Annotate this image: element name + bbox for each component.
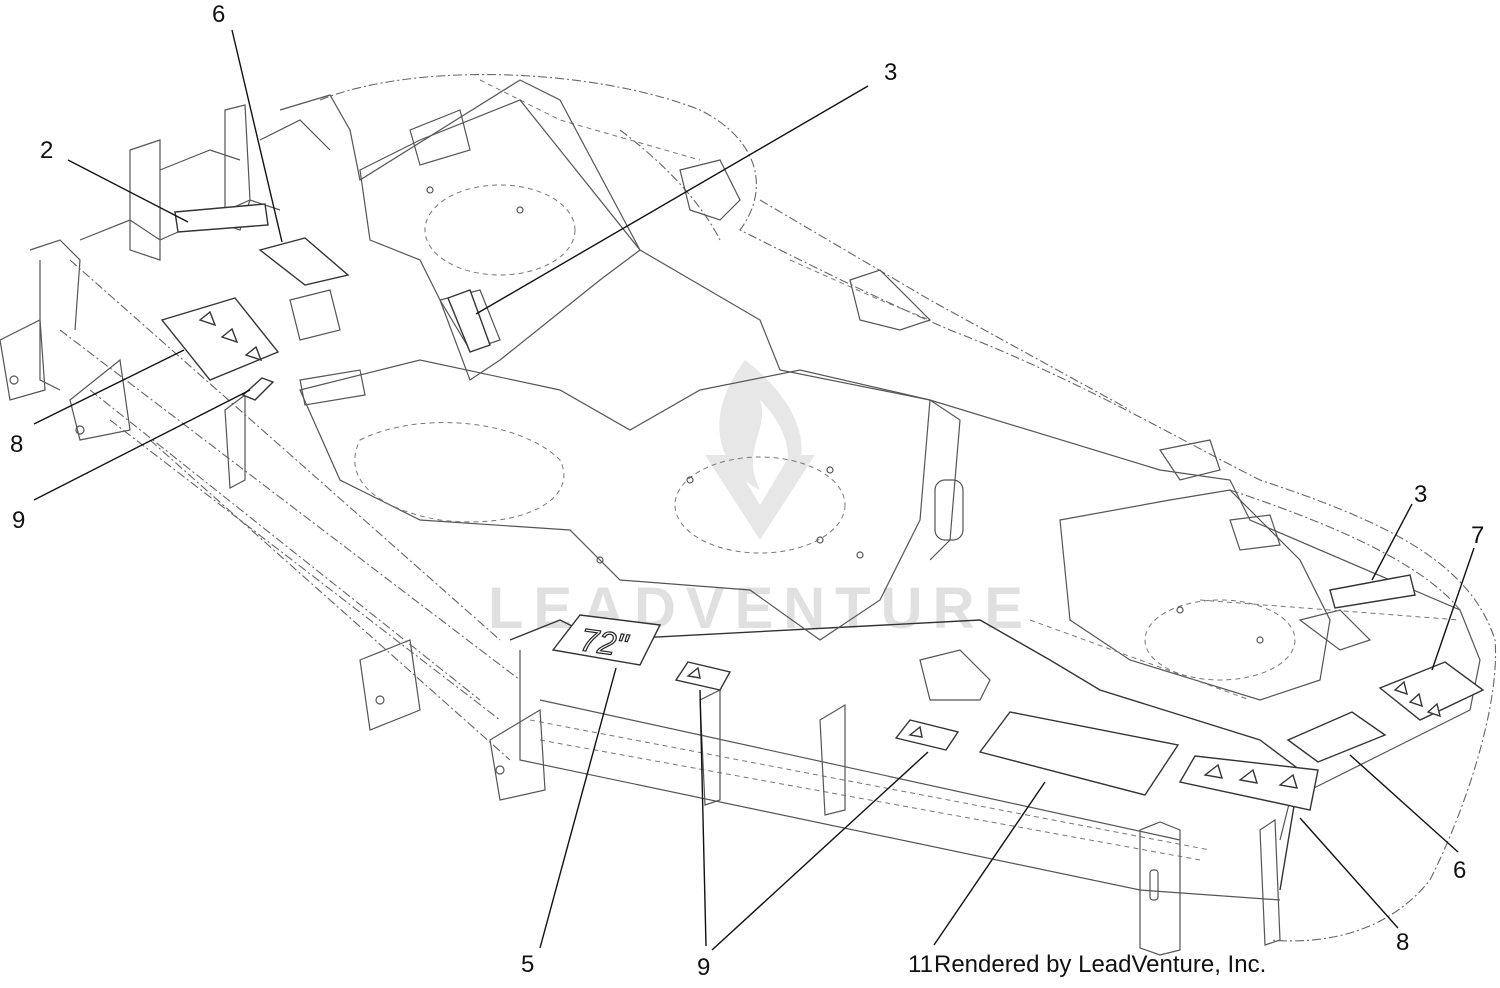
decal-11: [978, 711, 1180, 796]
callout-5: 5: [521, 951, 534, 978]
decal-9-front: [894, 719, 960, 751]
callout-3-right: 3: [1414, 481, 1427, 508]
render-credit: Rendered by LeadVenture, Inc.: [934, 951, 1266, 978]
callout-2: 2: [40, 137, 53, 164]
decal-9-left: [241, 377, 275, 401]
decal-7: [1378, 661, 1485, 721]
callout-9-front: 9: [697, 954, 710, 981]
callout-6-top: 6: [212, 1, 225, 28]
decal-6-right: [1286, 711, 1387, 763]
decal-2: [174, 203, 269, 233]
leader-lines: [33, 29, 1475, 951]
decal-3-left: [447, 289, 491, 353]
front-skirt: [509, 619, 1301, 956]
decals: 72": [160, 203, 1485, 811]
decal-8-front: [1178, 755, 1319, 811]
callout-11: 11: [908, 951, 933, 978]
watermark-v-icon: [705, 455, 815, 540]
decal-5: 72": [551, 614, 662, 666]
watermark-flame-icon: [719, 360, 802, 500]
watermark: LEADVENTURE: [488, 360, 1023, 641]
callout-8-front: 8: [1396, 929, 1409, 956]
deck-top-plate: [29, 79, 1481, 841]
deck-framework: [289, 99, 1461, 701]
callout-7: 7: [1471, 522, 1484, 549]
callout-6-right: 6: [1453, 857, 1466, 884]
deck-shroud: [319, 74, 1497, 942]
callouts: 6 2 3 8 9 3 7 6 8 5 9 11: [10, 1, 1484, 981]
decal-9-center: [674, 661, 732, 691]
callout-8-left: 8: [10, 431, 23, 458]
decal-8-left: [160, 297, 280, 381]
left-side-rails: [0, 104, 846, 816]
decal-6-left: [258, 237, 350, 286]
decal-5-text: 72": [578, 621, 631, 663]
decal-3-right: [1329, 574, 1416, 609]
callout-3-top: 3: [884, 59, 897, 86]
callout-9-left: 9: [12, 507, 25, 534]
